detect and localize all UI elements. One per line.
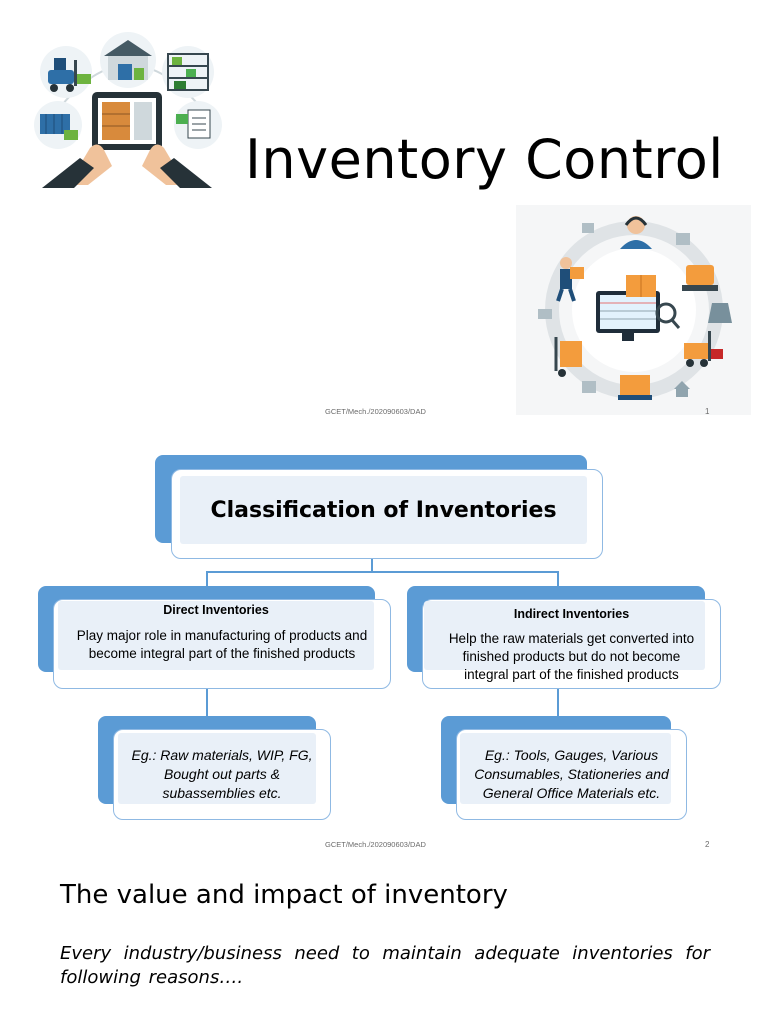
- indirect-example-line-2: Consumables, Stationeries and: [474, 766, 669, 782]
- indirect-example-line-3: General Office Materials etc.: [482, 785, 661, 801]
- direct-title: Direct Inventories: [163, 603, 269, 617]
- page-number: 1: [705, 407, 710, 416]
- connector-line: [206, 571, 208, 588]
- section-title: The value and impact of inventory: [60, 880, 508, 910]
- root-title: Classification of Inventories: [210, 498, 557, 523]
- direct-description-line-1: Play major role in manufacturing of prod…: [76, 628, 368, 643]
- direct-description-line-2: become integral part of the finished pro…: [88, 646, 356, 661]
- direct-example-line-1: Eg.: Raw materials, WIP, FG,: [131, 747, 313, 763]
- indirect-description-line-1: Help the raw materials get converted int…: [448, 631, 695, 646]
- indirect-example-line-1: Eg.: Tools, Gauges, Various: [484, 747, 659, 763]
- indirect-description-line-3: integral part of the finished products: [464, 667, 679, 682]
- connector-line: [557, 571, 559, 588]
- slide-footer: GCET/Mech./202090603/DAD: [325, 840, 426, 849]
- tablet-warehouse-icon: [34, 32, 222, 188]
- indirect-title: Indirect Inventories: [513, 607, 630, 621]
- direct-example-line-3: subassemblies etc.: [162, 785, 282, 801]
- direct-example-line-2: Bought out parts &: [164, 766, 280, 782]
- page-title: Inventory Control: [245, 128, 724, 191]
- connector-line: [557, 688, 559, 718]
- logistics-circle-icon: [516, 205, 751, 415]
- connector-line: [206, 688, 208, 718]
- section-body: Every industry/business need to maintain…: [60, 943, 710, 988]
- slide-footer: GCET/Mech./202090603/DAD: [325, 407, 426, 416]
- indirect-description-line-2: finished products but do not become: [462, 649, 681, 664]
- connector-line: [206, 571, 558, 573]
- page-number: 2: [705, 840, 710, 849]
